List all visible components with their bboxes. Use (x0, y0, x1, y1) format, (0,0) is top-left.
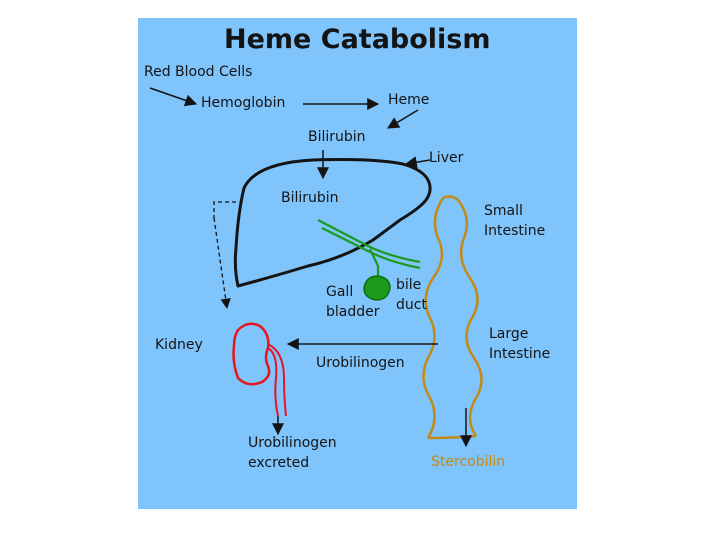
kidney-shape (232, 322, 271, 386)
label-bilirubin-top: Bilirubin (308, 129, 366, 145)
label-bilirubin-liver: Bilirubin (281, 190, 339, 206)
dashed-liver-to-kidney (213, 201, 236, 218)
arrow-liver-pointer (404, 156, 431, 169)
label-gall-bladder: Gall bladder (326, 284, 380, 320)
intestine-bottom (427, 434, 477, 440)
label-heme: Heme (388, 92, 430, 108)
label-large-intestine: Large Intestine (489, 326, 551, 362)
ureter-right (267, 343, 287, 417)
label-bile-duct: bile duct (396, 277, 427, 313)
diagram-canvas (149, 87, 483, 448)
label-red-blood-cells: Red Blood Cells (144, 64, 253, 80)
arrow-heme-to-bilirubin (386, 109, 419, 129)
arrow-rbc-to-hemoglobin (149, 87, 198, 107)
diagram-panel: Heme Catabolism Red Blood Cells Hemoglob… (138, 18, 577, 509)
label-hemoglobin: Hemoglobin (201, 95, 286, 111)
diagram-title: Heme Catabolism (224, 24, 491, 55)
label-liver: Liver (429, 150, 464, 166)
intestine-right-wall (457, 199, 483, 437)
arrow-liver-to-kidney (213, 217, 231, 310)
bile-duct-lower (321, 227, 421, 270)
label-stercobilin: Stercobilin (431, 454, 506, 470)
gall-bladder-shape (363, 275, 391, 301)
liver-outline (233, 158, 432, 288)
ureter-left (267, 347, 279, 417)
bile-duct-upper (317, 219, 421, 264)
intestine-top (442, 195, 459, 201)
intestine-left-wall (422, 197, 445, 439)
label-urobilinogen-excreted: Urobilinogen excreted (248, 435, 337, 471)
label-small-intestine: Small Intestine (484, 203, 546, 239)
label-urobilinogen: Urobilinogen (316, 355, 405, 371)
label-kidney: Kidney (155, 337, 203, 353)
bile-duct-branch (369, 248, 380, 276)
